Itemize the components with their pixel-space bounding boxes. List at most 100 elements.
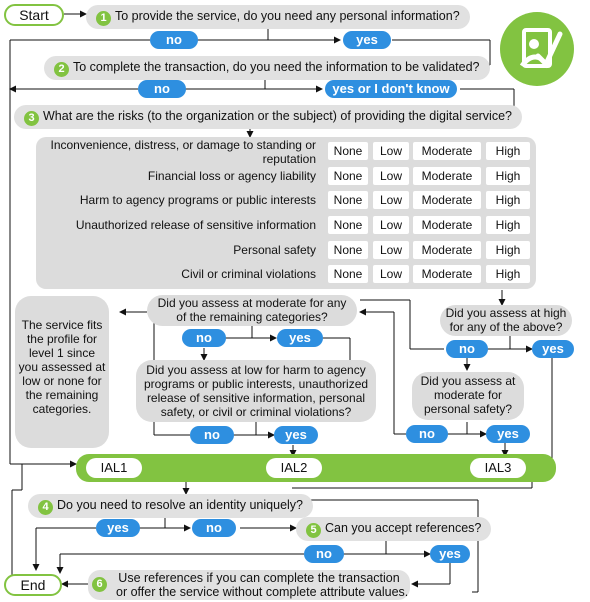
question-moderate-any-line: Did you assess at moderate for any: [157, 296, 347, 310]
high-any-yes-button[interactable]: yes: [532, 340, 574, 358]
moderate-any-no-button[interactable]: no: [182, 329, 226, 347]
risk-category-label: Unauthorized release of sensitive inform…: [40, 218, 316, 232]
risk-category-label: Financial loss or agency liability: [40, 169, 316, 183]
level-1-note-line: categories.: [32, 402, 92, 416]
question-1: 1 To provide the service, do you need any…: [86, 5, 470, 29]
level-1-note-line: the remaining: [25, 388, 99, 402]
risk-level-option[interactable]: Moderate: [413, 167, 481, 185]
level-1-note-line: level 1 since: [28, 346, 96, 360]
moderate-any-yes-button[interactable]: yes: [277, 329, 323, 347]
risk-category-label: Personal safety: [40, 243, 316, 257]
risk-category-label-line: Civil or criminal violations: [181, 267, 316, 281]
risk-level-option[interactable]: Moderate: [413, 216, 481, 234]
step-number-6: 6: [92, 577, 107, 592]
risk-category-label-line: Harm to agency programs or public intere…: [79, 193, 316, 207]
question-3-text: What are the risks (to the organization …: [43, 109, 512, 123]
risk-level-option[interactable]: Moderate: [413, 191, 481, 209]
risk-level-option[interactable]: Low: [373, 191, 409, 209]
q5-yes-button[interactable]: yes: [430, 545, 470, 563]
level-1-note: The service fits the profile for level 1…: [15, 296, 109, 448]
question-moderate-any: Did you assess at moderate for any of th…: [147, 295, 357, 326]
person-checkmark-icon: [500, 12, 574, 86]
risk-level-option[interactable]: Low: [373, 241, 409, 259]
step-number-3: 3: [24, 111, 39, 126]
question-3: 3 What are the risks (to the organization…: [14, 105, 522, 129]
question-moderate-safety: Did you assess at moderate for personal …: [412, 372, 524, 420]
question-high-any: Did you assess at high for any of the ab…: [440, 305, 572, 336]
question-6-line-2: or offer the service without complete at…: [116, 585, 409, 599]
ial3-node: IAL3: [470, 458, 526, 478]
q4-yes-button[interactable]: yes: [96, 519, 140, 537]
q2-no-button[interactable]: no: [138, 80, 186, 98]
risk-level-option[interactable]: None: [328, 142, 368, 160]
question-high-any-line: for any of the above?: [449, 320, 563, 334]
risk-level-option[interactable]: Moderate: [413, 241, 481, 259]
risk-category-label-line: Personal safety: [233, 243, 316, 257]
question-low-harm-line: safety, or civil or criminal violations?: [160, 405, 352, 419]
end-node: End: [4, 574, 62, 596]
risk-category-label-line: Financial loss or agency liability: [147, 169, 316, 183]
moderate-safety-yes-button[interactable]: yes: [486, 425, 530, 443]
question-low-harm-line: programs or public interests, unauthoriz…: [143, 377, 369, 391]
risk-level-option[interactable]: Moderate: [413, 142, 481, 160]
q1-no-button[interactable]: no: [150, 31, 198, 49]
question-high-any-line: Did you assess at high: [445, 306, 567, 320]
level-1-note-line: you assessed at: [18, 360, 106, 374]
risk-category-label-line: Unauthorized release of sensitive inform…: [75, 218, 316, 232]
question-2-text: To complete the transaction, do you need…: [73, 60, 480, 74]
risk-category-label: Inconvenience, distress, or damage to st…: [40, 138, 317, 166]
risk-level-option[interactable]: None: [328, 216, 368, 234]
level-1-note-line: the profile for: [26, 332, 98, 346]
question-moderate-safety-line: Did you assess at: [420, 374, 516, 388]
level-1-note-line: The service fits: [21, 318, 103, 332]
ial2-node: IAL2: [266, 458, 322, 478]
logo-graphic: [519, 28, 563, 69]
risk-level-option[interactable]: High: [486, 142, 530, 160]
risk-level-option[interactable]: None: [328, 241, 368, 259]
q2-yes-dont-know-button[interactable]: yes or I don't know: [325, 80, 457, 98]
question-low-harm-line: Did you assess at low for harm to agency: [146, 363, 366, 377]
moderate-safety-no-button[interactable]: no: [406, 425, 448, 443]
question-moderate-safety-line: moderate for: [433, 388, 503, 402]
level-1-note-line: low or none for: [22, 374, 102, 388]
risk-level-option[interactable]: Low: [373, 265, 409, 283]
question-moderate-safety-line: personal safety?: [423, 402, 513, 416]
question-low-harm-line: release of sensitive information, person…: [146, 391, 366, 405]
risk-level-option[interactable]: High: [486, 191, 530, 209]
question-2: 2 To complete the transaction, do you nee…: [44, 56, 490, 80]
question-low-harm: Did you assess at low for harm to agency…: [136, 360, 376, 422]
risk-level-option[interactable]: None: [328, 167, 368, 185]
question-1-text: To provide the service, do you need any …: [115, 9, 460, 23]
question-moderate-any-line: of the remaining categories?: [176, 310, 328, 324]
q4-no-button[interactable]: no: [192, 519, 236, 537]
q1-yes-button[interactable]: yes: [343, 31, 391, 49]
risk-level-option[interactable]: Low: [373, 167, 409, 185]
risk-category-label-line: reputation: [262, 152, 316, 166]
risk-level-option[interactable]: Moderate: [413, 265, 481, 283]
risk-level-option[interactable]: High: [486, 241, 530, 259]
low-harm-no-button[interactable]: no: [190, 426, 234, 444]
question-6-line-1: Use references if you can complete the t…: [118, 571, 400, 585]
risk-level-option[interactable]: Low: [373, 142, 409, 160]
step-number-2: 2: [54, 62, 69, 77]
question-4-text: Do you need to resolve an identity uniqu…: [57, 498, 303, 512]
risk-category-label-line: Inconvenience, distress, or damage to st…: [50, 138, 317, 152]
low-harm-yes-button[interactable]: yes: [274, 426, 318, 444]
question-5-text: Can you accept references?: [325, 521, 482, 535]
question-6: 6 Use references if you can complete the…: [88, 570, 410, 600]
risk-level-option[interactable]: High: [486, 167, 530, 185]
risk-level-option[interactable]: High: [486, 216, 530, 234]
risk-level-option[interactable]: Low: [373, 216, 409, 234]
question-5: 5 Can you accept references?: [296, 517, 492, 541]
start-node: Start: [4, 4, 64, 26]
step-number-5: 5: [306, 523, 321, 538]
q5-no-button[interactable]: no: [304, 545, 344, 563]
risk-level-option[interactable]: None: [328, 265, 368, 283]
risk-level-option[interactable]: High: [486, 265, 530, 283]
risk-level-option[interactable]: None: [328, 191, 368, 209]
ial1-node: IAL1: [86, 458, 142, 478]
step-number-1: 1: [96, 11, 111, 26]
high-any-no-button[interactable]: no: [446, 340, 488, 358]
